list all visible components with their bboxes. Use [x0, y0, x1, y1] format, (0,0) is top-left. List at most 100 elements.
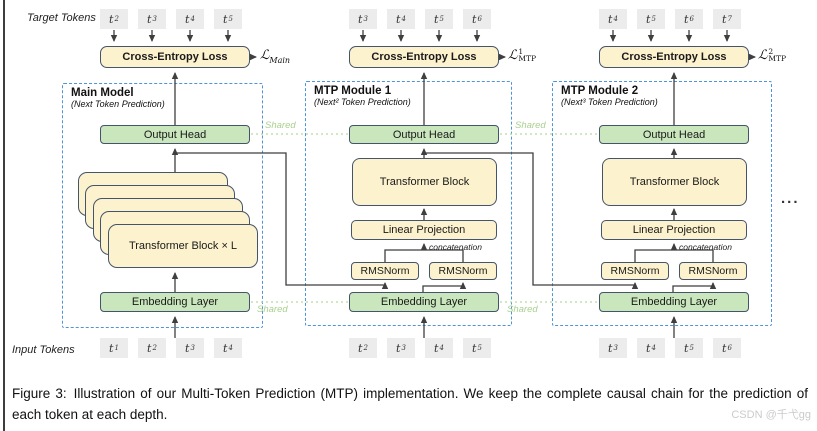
token-symbol: t — [722, 12, 727, 26]
input-tokens-label: Input Tokens — [12, 344, 75, 356]
shared-label: Shared — [507, 304, 538, 315]
mtp1-embedding-layer: Embedding Layer — [349, 292, 499, 312]
token-subscript: 3 — [152, 14, 157, 23]
token-subscript: 4 — [613, 14, 618, 23]
continuation-ellipsis: ... — [781, 190, 800, 207]
token-symbol: t — [358, 12, 363, 26]
token-subscript: 3 — [401, 343, 406, 352]
shared-label: Shared — [515, 120, 546, 131]
mtp1-rmsnorm-right: RMSNorm — [429, 262, 497, 280]
token-subscript: 5 — [439, 14, 444, 23]
token-symbol: t — [185, 12, 190, 26]
left-border-rule — [3, 0, 5, 431]
csdn-watermark: CSDN @千弋gg — [731, 409, 811, 421]
main-transformer-block-stack: Transformer Block × L — [108, 224, 258, 268]
mtp1-cross-entropy-loss: Cross-Entropy Loss — [349, 46, 499, 68]
token-subscript: 4 — [228, 343, 233, 352]
mtp1-linear-projection: Linear Projection — [351, 220, 497, 240]
main-embedding-layer: Embedding Layer — [100, 292, 250, 312]
main-model-title: Main Model — [71, 87, 134, 99]
token-symbol: t — [472, 341, 477, 355]
token-symbol: t — [147, 341, 152, 355]
token-symbol: t — [223, 12, 228, 26]
token-symbol: t — [147, 12, 152, 26]
loss-superscript: 1 — [518, 47, 524, 56]
token-symbol: t — [185, 341, 190, 355]
token-symbol: t — [608, 12, 613, 26]
loss-symbol: ℒ — [260, 48, 270, 63]
mtp-module-2-subtitle: (Next³ Token Prediction) — [561, 97, 658, 107]
mtp-module-1-header: MTP Module 1 (Next² Token Prediction) — [314, 85, 411, 107]
main-output-head: Output Head — [100, 125, 250, 144]
mtp1-transformer-block: Transformer Block — [352, 158, 497, 206]
main-model-container: Main Model (Next Token Prediction) — [62, 83, 263, 328]
mtp2-cross-entropy-loss: Cross-Entropy Loss — [599, 46, 749, 68]
concatenation-label: concatenation — [429, 242, 482, 252]
token-subscript: 3 — [613, 343, 618, 352]
token-symbol: t — [608, 341, 613, 355]
token-subscript: 7 — [727, 14, 732, 23]
figure-caption-number: Figure 3: — [12, 386, 67, 401]
token-symbol: t — [396, 341, 401, 355]
loss-subscript: MTP — [518, 53, 537, 63]
token-symbol: t — [646, 12, 651, 26]
token-symbol: t — [684, 12, 689, 26]
token-symbol: t — [109, 12, 114, 26]
mtp1-output-head: Output Head — [349, 125, 499, 144]
mtp2-rmsnorm-right: RMSNorm — [679, 262, 747, 280]
token-subscript: 6 — [727, 343, 732, 352]
token-subscript: 4 — [439, 343, 444, 352]
mtp-module-1-container: MTP Module 1 (Next² Token Prediction) — [305, 81, 512, 326]
token-symbol: t — [472, 12, 477, 26]
token-subscript: 6 — [477, 14, 482, 23]
loss-subscript: Main — [269, 56, 291, 65]
main-model-subtitle: (Next Token Prediction) — [71, 99, 165, 109]
token-subscript: 2 — [114, 14, 119, 23]
token-symbol: t — [358, 341, 363, 355]
loss-symbol: ℒ — [758, 48, 768, 63]
main-model-header: Main Model (Next Token Prediction) — [71, 87, 165, 109]
mtp-module-2-title: MTP Module 2 — [561, 85, 639, 97]
token-symbol: t — [722, 341, 727, 355]
loss-symbol: ℒ — [508, 48, 518, 63]
token-subscript: 3 — [363, 14, 368, 23]
token-subscript: 6 — [689, 14, 694, 23]
token-subscript: 5 — [651, 14, 656, 23]
target-tokens-label: Target Tokens — [27, 12, 96, 24]
main-cross-entropy-loss: Cross-Entropy Loss — [100, 46, 250, 68]
token-subscript: 5 — [477, 343, 482, 352]
concatenation-label: concatenation — [679, 242, 732, 252]
token-subscript: 2 — [363, 343, 368, 352]
mtp-module-2-container: MTP Module 2 (Next³ Token Prediction) — [552, 81, 772, 326]
token-symbol: t — [223, 341, 228, 355]
mtp2-transformer-block: Transformer Block — [602, 158, 747, 206]
token-subscript: 5 — [228, 14, 233, 23]
token-subscript: 4 — [651, 343, 656, 352]
token-subscript: 5 — [689, 343, 694, 352]
shared-label: Shared — [257, 304, 288, 315]
token-subscript: 4 — [401, 14, 406, 23]
mtp-module-2-header: MTP Module 2 (Next³ Token Prediction) — [561, 85, 658, 107]
mtp2-output-head: Output Head — [599, 125, 749, 144]
mtp-module-1-title: MTP Module 1 — [314, 85, 392, 97]
mtp-module-1-subtitle: (Next² Token Prediction) — [314, 97, 411, 107]
